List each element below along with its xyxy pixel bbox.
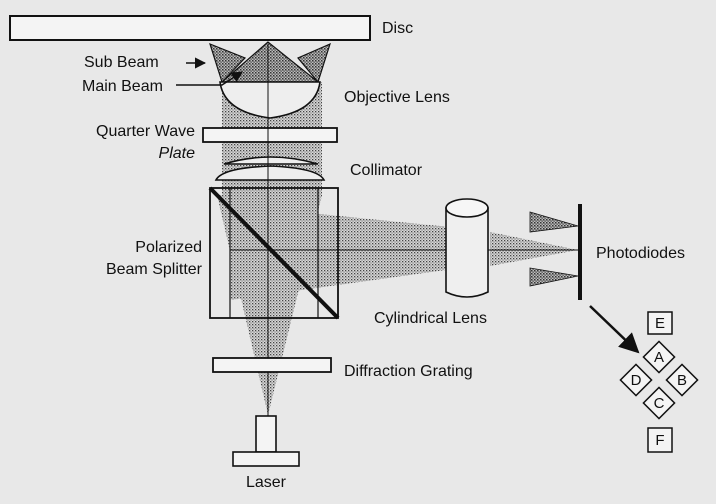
segment-f-label: F	[655, 432, 664, 449]
cylindrical-lens-top	[445, 198, 489, 218]
photodiodes-label: Photodiodes	[596, 245, 685, 262]
side-beam-lower	[529, 267, 579, 287]
objective-lens	[219, 81, 321, 119]
segment-f	[647, 427, 673, 453]
diffraction-grating	[212, 357, 332, 373]
segment-b	[665, 363, 699, 397]
pbs-label-line1: Polarized	[135, 239, 202, 256]
pbs-label-line2: Beam Splitter	[106, 261, 203, 278]
return-beam-converging	[490, 232, 578, 266]
segment-d-label: D	[631, 372, 642, 389]
objective-lens-label: Objective Lens	[344, 89, 450, 106]
segment-d	[619, 363, 653, 397]
sub-beam-left	[209, 42, 247, 84]
collimator-lens-upper	[223, 156, 319, 165]
segment-c	[642, 386, 676, 420]
disc-label: Disc	[382, 20, 413, 37]
laser-beam-lower	[217, 195, 322, 415]
quarter-wave-plate	[202, 127, 338, 143]
disc	[9, 15, 371, 41]
collimator-lens-lower	[214, 165, 326, 181]
diffraction-grating-label: Diffraction Grating	[344, 363, 473, 380]
sub-beam-right	[297, 42, 331, 84]
collimator-label: Collimator	[350, 162, 423, 179]
segment-a-label: A	[654, 349, 664, 366]
segment-b-label: B	[677, 372, 687, 389]
side-beam-upper	[529, 211, 579, 233]
sub-beam-label: Sub Beam	[84, 54, 159, 71]
segment-c-label: C	[654, 395, 665, 412]
quarter-wave-label-line2: Plate	[159, 145, 196, 162]
beam-splitter-diagonal	[208, 186, 340, 320]
laser-body	[255, 415, 277, 453]
cylindrical-lens	[445, 207, 489, 298]
main-beam-leader	[176, 71, 243, 86]
cylindrical-lens-label: Cylindrical Lens	[374, 310, 487, 327]
laser-base	[232, 451, 300, 467]
segment-e-label: E	[655, 315, 665, 332]
laser-label: Laser	[246, 474, 287, 491]
segment-e	[647, 311, 673, 335]
detail-arrow	[589, 305, 640, 354]
quarter-wave-label-line1: Quarter Wave	[96, 123, 195, 140]
beam-splitter-cube	[209, 187, 339, 319]
segment-a	[642, 340, 676, 374]
main-beam-label: Main Beam	[82, 78, 163, 95]
